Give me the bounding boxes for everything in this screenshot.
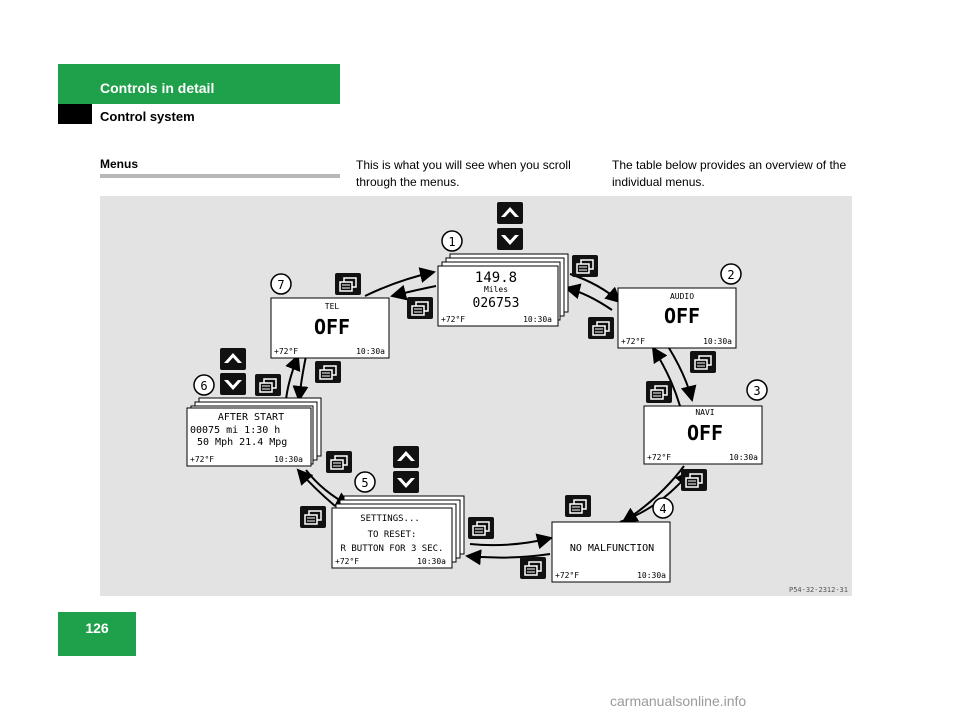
settings-screen: SETTINGS... TO RESET: R BUTTON FOR 3 SEC… (331, 495, 465, 569)
afterstart-line1: 00075 mi 1:30 h (190, 425, 280, 436)
navi-screen: NAVI OFF +72°F 10:30a (643, 405, 763, 465)
page-key-icon (299, 505, 327, 529)
page-number-tab (58, 612, 136, 656)
arrow-trip-to-tel (390, 284, 437, 301)
page-key-icon (314, 360, 342, 384)
header-bar (58, 64, 340, 104)
tel-time: 10:30a (356, 347, 385, 356)
figure-code: P54-32-2312-31 (789, 586, 848, 594)
scroll-up-key-icon (220, 348, 246, 370)
page-key-icon (571, 254, 599, 278)
audio-title: AUDIO (670, 292, 694, 301)
audio-screen: AUDIO OFF +72°F 10:30a (617, 287, 737, 349)
scroll-down-key-icon (393, 471, 419, 493)
watermark: carmanualsonline.info (610, 693, 747, 709)
section-title: Controls in detail (100, 80, 215, 96)
page-key-icon (254, 373, 282, 397)
arrow-tel-to-trip (364, 267, 436, 297)
trip-screen: 149.8 Miles 026753 +72°F 10:30a (437, 253, 569, 327)
malfunction-temp: +72°F (555, 571, 579, 580)
page-key-icon (406, 296, 434, 320)
section-marker (58, 104, 92, 124)
audio-time: 10:30a (703, 337, 732, 346)
svg-text:4: 4 (659, 502, 666, 516)
tel-title: TEL (325, 302, 340, 311)
overview-text: The table below provides an overview of … (612, 158, 847, 189)
intro-text: This is what you will see when you scrol… (356, 158, 571, 189)
heading-rule (100, 174, 340, 178)
callout-2: 2 (720, 263, 742, 285)
navi-status: OFF (687, 421, 723, 445)
scroll-up-key-icon (497, 202, 523, 224)
trip-temp: +72°F (441, 315, 465, 324)
arrow-tel-to-afterstart (292, 355, 309, 402)
page-key-icon (325, 450, 353, 474)
arrow-afterstart-to-tel (285, 354, 301, 401)
arrow-audio-to-trip (564, 283, 613, 311)
settings-line1: TO RESET: (368, 530, 417, 540)
callout-3: 3 (746, 379, 768, 401)
menu-diagram: 149.8 Miles 026753 +72°F 10:30a AUDIO OF… (100, 196, 852, 596)
arrow-trip-to-audio (569, 273, 622, 304)
arrow-settings-to-malfunction (469, 533, 553, 550)
svg-text:5: 5 (361, 476, 368, 490)
svg-text:6: 6 (200, 379, 207, 393)
trip-odometer: 026753 (473, 296, 520, 311)
afterstart-screen: AFTER START 00075 mi 1:30 h 50 Mph 21.4 … (186, 397, 322, 467)
arrow-malfunction-to-settings (465, 549, 551, 566)
afterstart-title: AFTER START (218, 412, 284, 423)
afterstart-temp: +72°F (190, 455, 214, 464)
svg-text:3: 3 (753, 384, 760, 398)
subsection-title: Control system (100, 109, 195, 124)
callout-1: 1 (441, 230, 463, 252)
audio-status: OFF (664, 304, 700, 328)
page-key-icon (587, 316, 615, 340)
svg-text:1: 1 (448, 235, 455, 249)
page-key-icon (689, 350, 717, 374)
navi-time: 10:30a (729, 453, 758, 462)
callouts: 1 2 3 4 5 6 7 (193, 230, 768, 519)
afterstart-line2: 50 Mph 21.4 Mpg (197, 437, 287, 448)
audio-temp: +72°F (621, 337, 645, 346)
callout-6: 6 (193, 374, 215, 396)
navi-title: NAVI (695, 408, 714, 417)
callout-7: 7 (270, 273, 292, 295)
arrow-settings-to-afterstart (296, 468, 336, 507)
svg-text:7: 7 (277, 278, 284, 292)
malfunction-screen: NO MALFUNCTION +72°F 10:30a (551, 521, 671, 583)
page-key-icon (645, 380, 673, 404)
tel-temp: +72°F (274, 347, 298, 356)
svg-text:2: 2 (727, 268, 734, 282)
arrow-navi-to-audio (651, 346, 681, 407)
page-key-icon (467, 516, 495, 540)
page-number: 126 (85, 620, 109, 636)
navi-temp: +72°F (647, 453, 671, 462)
page-key-icon (519, 556, 547, 580)
callout-5: 5 (354, 471, 376, 493)
tel-screen: TEL OFF +72°F 10:30a (270, 297, 390, 359)
settings-line2: R BUTTON FOR 3 SEC. (341, 544, 444, 554)
settings-time: 10:30a (417, 557, 446, 566)
trip-unit: Miles (484, 285, 508, 294)
settings-temp: +72°F (335, 557, 359, 566)
arrow-audio-to-navi (668, 347, 697, 402)
arrow-navi-to-malfunction (621, 465, 685, 524)
menus-heading: Menus (100, 157, 139, 171)
trip-time: 10:30a (523, 315, 552, 324)
page-key-icon (564, 494, 592, 518)
page-key-icon (334, 272, 362, 296)
page-key-icon (680, 468, 708, 492)
scroll-down-key-icon (497, 228, 523, 250)
malfunction-message: NO MALFUNCTION (570, 543, 654, 554)
malfunction-time: 10:30a (637, 571, 666, 580)
tel-status: OFF (314, 315, 350, 339)
callout-4: 4 (652, 497, 674, 519)
scroll-up-key-icon (393, 446, 419, 468)
scroll-down-key-icon (220, 373, 246, 395)
trip-value: 149.8 (475, 270, 517, 286)
afterstart-time: 10:30a (274, 455, 303, 464)
settings-title: SETTINGS... (360, 514, 420, 524)
